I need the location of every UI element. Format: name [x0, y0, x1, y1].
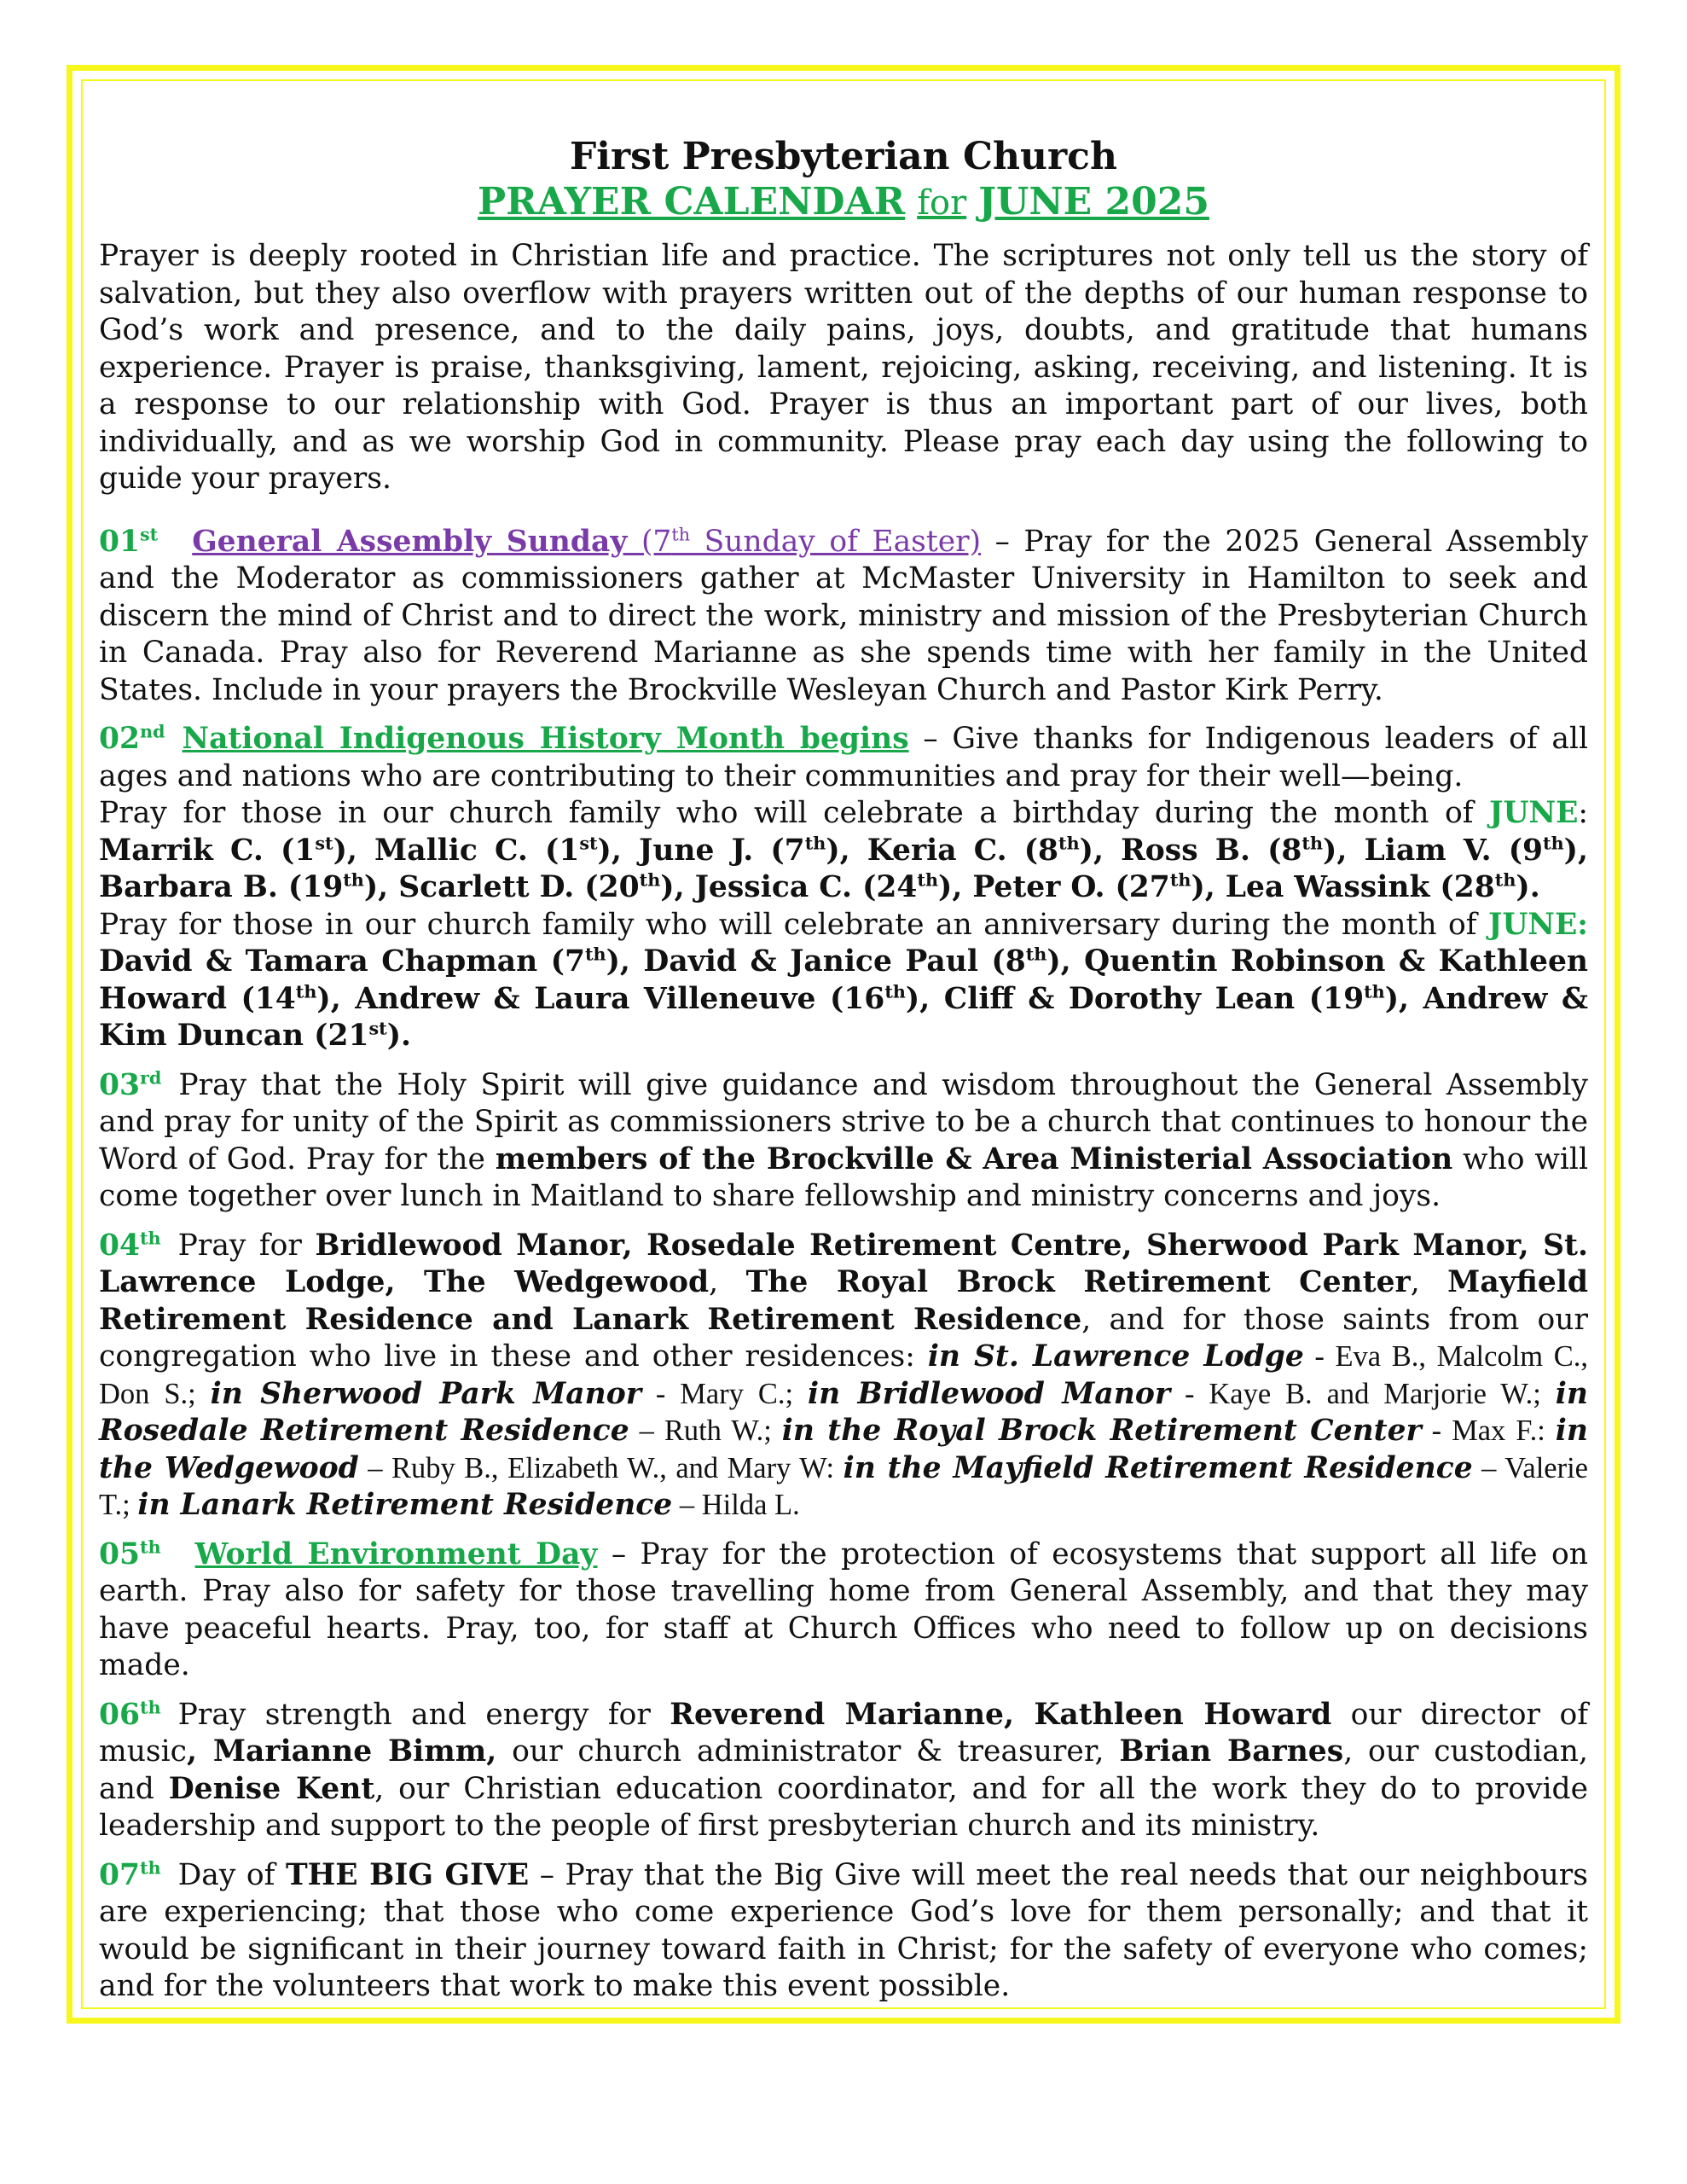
- document-body: First Presbyterian Church PRAYER CALENDA…: [99, 135, 1588, 2018]
- anniversary-item: David & Tamara Chapman (7th),: [99, 944, 644, 979]
- day-label: 06th: [99, 1697, 161, 1732]
- church-title: First Presbyterian Church: [570, 135, 1117, 178]
- anniversary-list: David & Tamara Chapman (7th), David & Ja…: [99, 944, 1588, 1053]
- intro-paragraph: Prayer is deeply rooted in Christian lif…: [99, 239, 1588, 496]
- day-label: 07th: [99, 1857, 161, 1892]
- birthday-list: Marrik C. (1st), Mallic C. (1st), June J…: [99, 834, 1588, 905]
- day-label: 02nd: [99, 721, 165, 756]
- general-assembly-sunday-link[interactable]: General Assembly Sunday (7th Sunday of E…: [192, 524, 982, 559]
- birthday-item: Peter O. (27th),: [972, 869, 1226, 904]
- calendar-title-for: for: [917, 183, 967, 223]
- birthday-item: Mallic C. (1st),: [374, 833, 640, 868]
- birthday-item: Jessica C. (24th),: [694, 869, 973, 904]
- entry-text: – Give thanks for Indigenous leaders of …: [99, 722, 1588, 793]
- birthday-item: Marrik C. (1st),: [99, 833, 375, 868]
- entry-text: – Pray for the 2025 General Assembly and…: [99, 524, 1588, 707]
- birthday-item: Liam V. (9th),: [1364, 833, 1588, 868]
- entry-day-01: 01st General Assembly Sunday (7th Sunday …: [99, 524, 1588, 710]
- birthday-item: Ross B. (8th),: [1121, 833, 1365, 868]
- birthday-month: JUNE: [1489, 796, 1579, 830]
- day-label: 04th: [99, 1228, 161, 1263]
- anniversary-month: JUNE:: [1488, 907, 1588, 942]
- day-label: 05th: [99, 1536, 161, 1571]
- birthday-item: Scarlett D. (20th),: [398, 869, 695, 904]
- day-label: 01st: [99, 524, 159, 559]
- anniversary-item: Quentin Robinson & Kathleen Howard (14th…: [99, 944, 1588, 1016]
- world-environment-day-link[interactable]: World Environment Day: [194, 1536, 598, 1571]
- anniversary-intro: Pray for those in our church family who …: [99, 907, 1489, 942]
- birthday-item: Lea Wassink (28th).: [1225, 869, 1540, 904]
- birthday-item: June J. (7th),: [639, 833, 867, 868]
- day-label: 03rd: [99, 1067, 162, 1102]
- entry-day-02: 02nd National Indigenous History Month be…: [99, 721, 1588, 1053]
- anniversary-item: Cliff & Dorothy Lean (19th),: [943, 981, 1423, 1016]
- birthday-intro: Pray for those in our church family who …: [99, 796, 1490, 830]
- page-border: [67, 65, 1620, 2024]
- anniversary-item: Andrew & Laura Villeneuve (16th),: [355, 981, 944, 1016]
- birthday-item: Keria C. (8th),: [867, 833, 1122, 868]
- calendar-title: PRAYER CALENDAR for JUNE 2025: [99, 179, 1588, 226]
- anniversary-item: David & Janice Paul (8th),: [643, 944, 1085, 979]
- ministerial-association: members of the Brockville & Area Ministe…: [495, 1141, 1453, 1176]
- big-give: THE BIG GIVE: [285, 1857, 530, 1892]
- birthday-item: Barbara B. (19th),: [99, 869, 399, 904]
- indigenous-history-month-link[interactable]: National Indigenous History Month begins: [182, 722, 909, 756]
- calendar-title-b: JUNE 2025: [978, 180, 1209, 224]
- anniversary-item: Andrew & Kim Duncan (21st).: [99, 981, 1588, 1054]
- calendar-title-a: PRAYER CALENDAR: [478, 180, 906, 224]
- page-border-inner: [81, 79, 1606, 2009]
